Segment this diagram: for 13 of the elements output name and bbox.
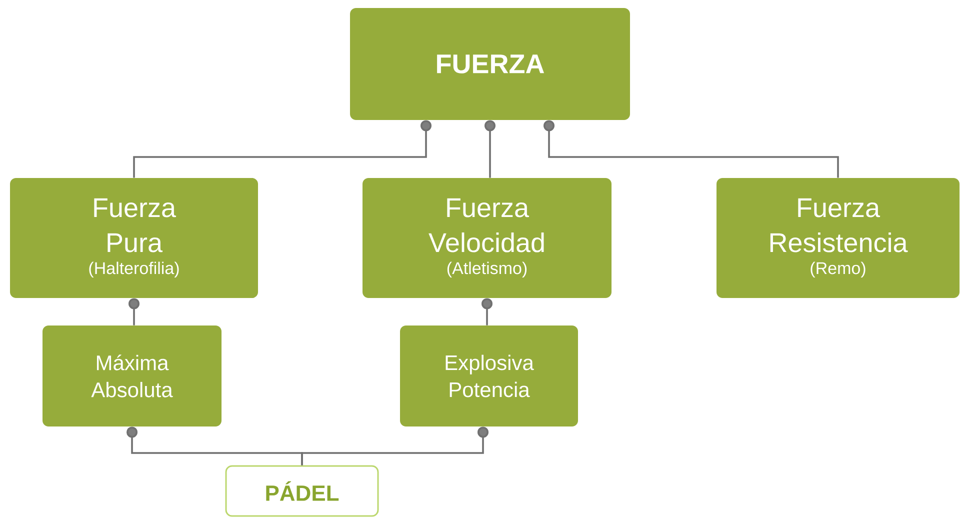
category-box: Fuerza Resistencia (Remo): [716, 178, 960, 298]
title-box: FUERZA: [350, 8, 630, 120]
category-box: Fuerza Pura (Halterofilia): [10, 178, 258, 298]
connector: [544, 120, 839, 178]
connector: [128, 298, 140, 326]
sport-box: PÁDEL: [225, 465, 379, 517]
connector: [301, 426, 488, 466]
connector: [484, 120, 496, 178]
connector: [133, 120, 432, 178]
category-box: Máxima Absoluta: [42, 326, 222, 426]
category-box: Explosiva Potencia: [400, 326, 578, 426]
connector: [482, 298, 492, 326]
category-box: Fuerza Velocidad (Atletismo): [362, 178, 612, 298]
